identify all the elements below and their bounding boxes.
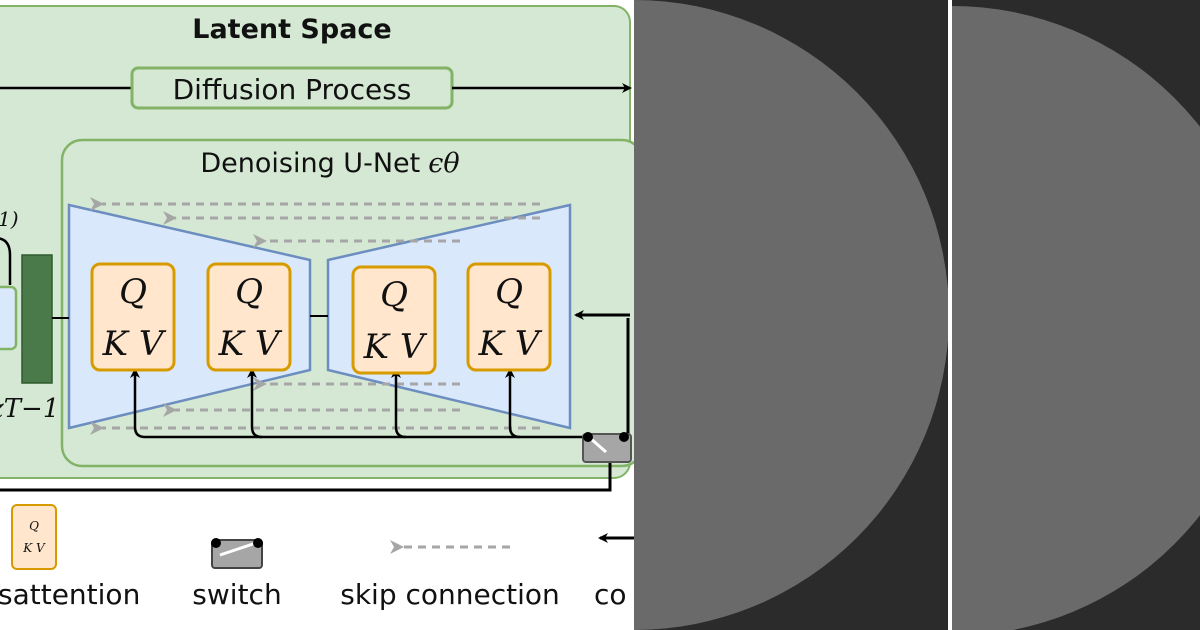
switch-lever xyxy=(589,436,607,454)
diagram-area: Latent Space Diffusion Process Denoising… xyxy=(0,5,634,611)
diagram-svg: Latent Space Diffusion Process Denoising… xyxy=(0,5,634,611)
circle-shape-1 xyxy=(634,0,948,630)
circle-shape-2 xyxy=(952,6,1200,630)
conditioning-branch-2 xyxy=(247,368,263,439)
svg-text:K V: K V xyxy=(478,324,543,364)
diffusion-process-label: Diffusion Process xyxy=(173,73,412,106)
switch-node-right xyxy=(619,432,629,442)
svg-text:K V: K V xyxy=(218,324,283,364)
svg-text:K V: K V xyxy=(22,541,46,555)
legend-label-crossattention: sattention xyxy=(0,578,140,611)
qkv-block-4: Q K V xyxy=(466,262,552,372)
latent-zt-bar xyxy=(21,254,53,384)
right-panel-1 xyxy=(634,0,948,630)
svg-text:Q: Q xyxy=(29,519,39,533)
svg-text:K V: K V xyxy=(102,324,167,364)
panel-divider xyxy=(948,0,952,630)
right-panel-2 xyxy=(952,0,1200,630)
legend-switch-icon xyxy=(211,538,263,569)
latent-space-title: Latent Space xyxy=(192,14,391,45)
qkv-block-2: Q K V xyxy=(206,262,292,372)
left-mini-unet xyxy=(0,285,18,351)
conditioning-bus xyxy=(130,368,585,439)
z-t-minus-1-label: zT−1 xyxy=(0,394,59,424)
legend-label-skip: skip connection xyxy=(340,578,560,611)
qkv-block-3: Q K V xyxy=(351,265,437,375)
legend-label-conditioning: co xyxy=(594,578,627,611)
latent-fragment-label: 1) xyxy=(0,207,19,231)
svg-text:Q: Q xyxy=(495,272,523,312)
conditioning-branch-4 xyxy=(505,368,521,439)
left-feedback-line xyxy=(0,237,12,285)
legend-label-switch: switch xyxy=(192,578,281,611)
legend-crossattention-icon: Q K V xyxy=(11,504,57,570)
qkv-block-1: Q K V xyxy=(90,262,176,372)
conditioning-branch-3 xyxy=(391,368,407,439)
svg-text:Q: Q xyxy=(235,272,263,312)
svg-text:Q: Q xyxy=(119,272,147,312)
svg-text:Q: Q xyxy=(380,275,408,315)
switch-node-left xyxy=(583,432,593,442)
svg-text:K V: K V xyxy=(363,327,428,367)
